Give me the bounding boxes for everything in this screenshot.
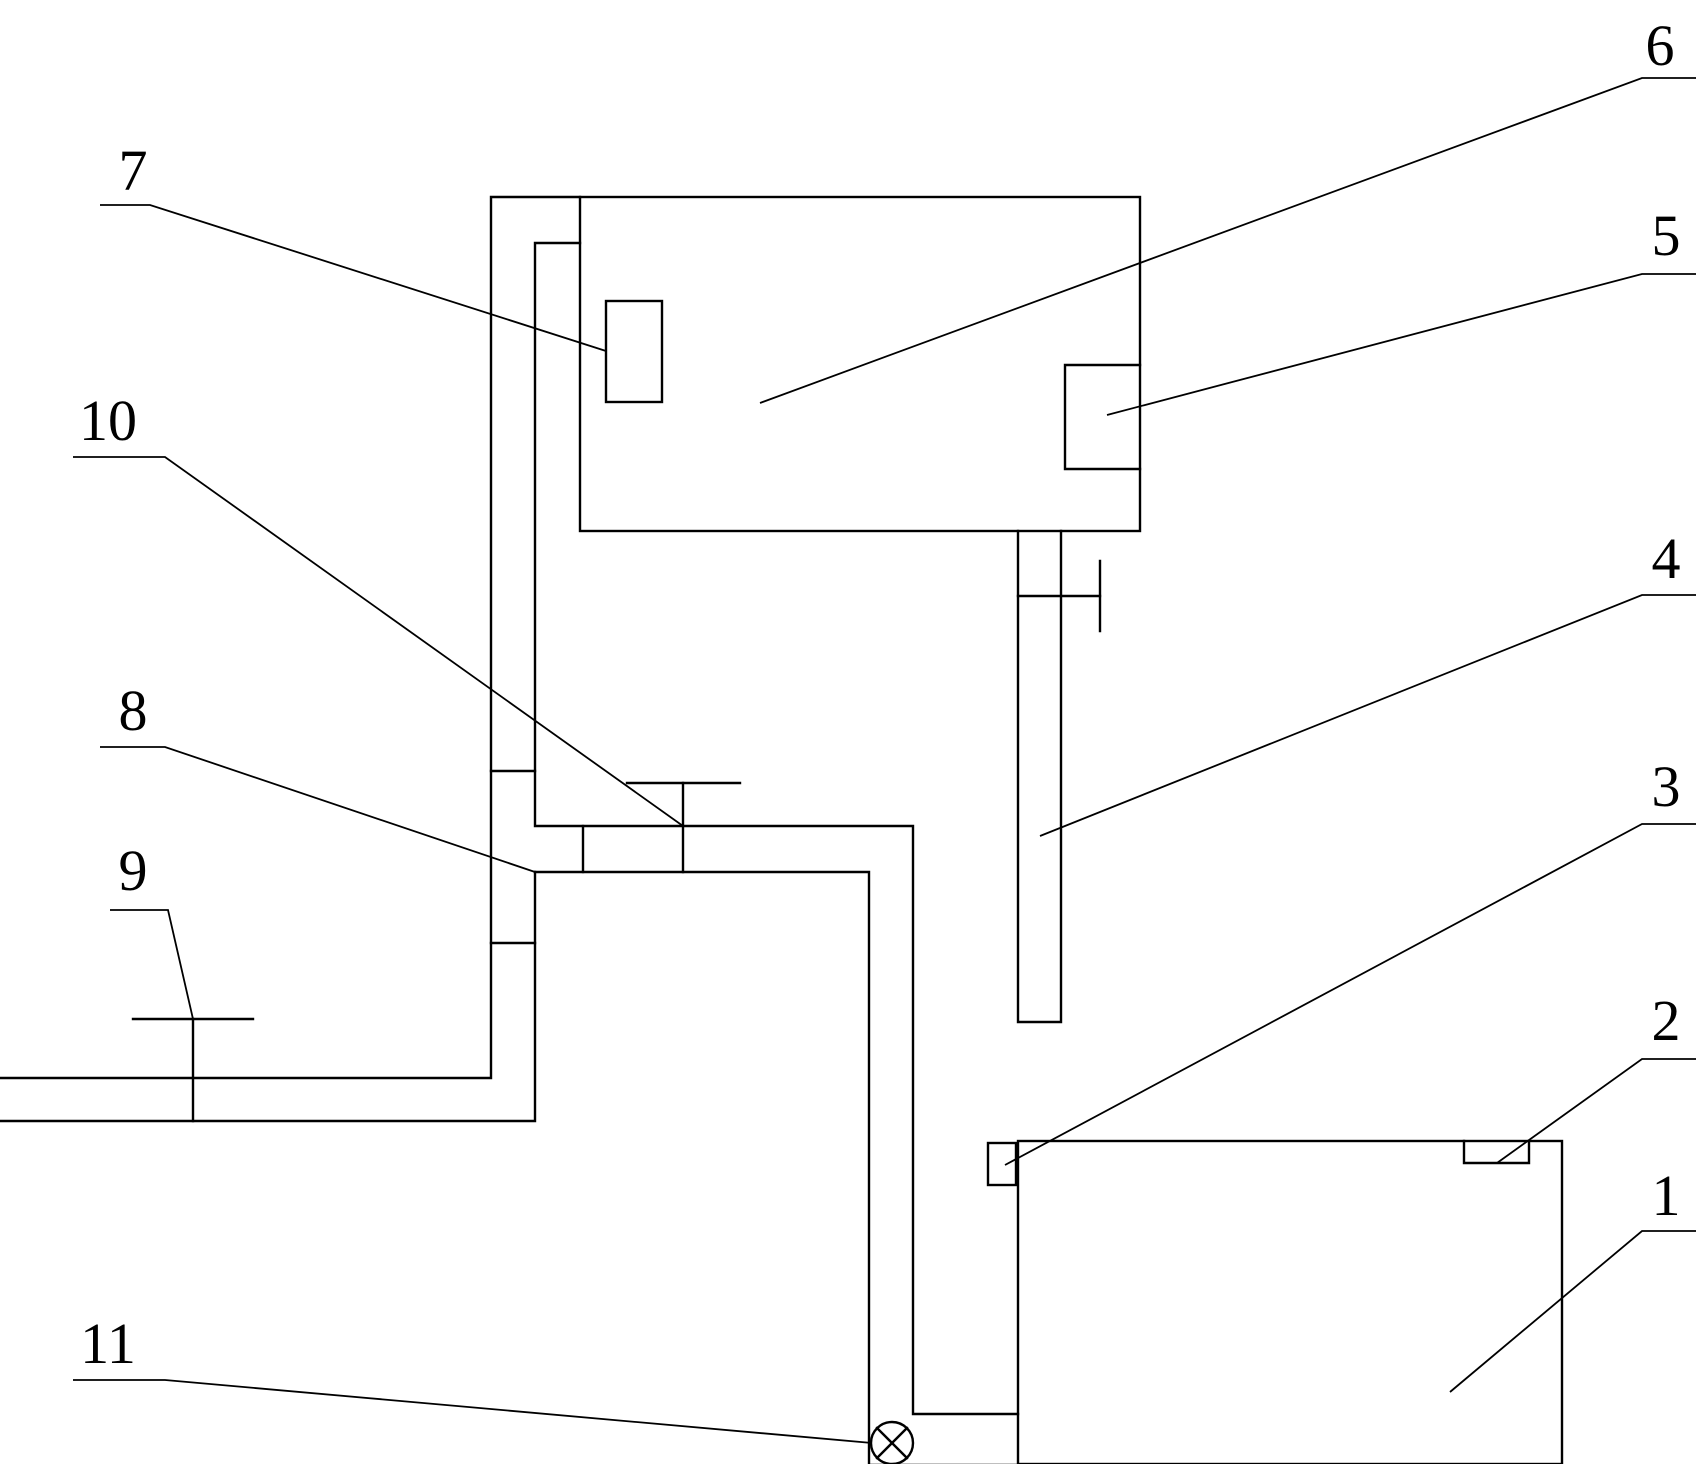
valve-9	[131, 1017, 255, 1123]
pump-11	[869, 1420, 915, 1464]
label-2: 2	[1652, 988, 1681, 1053]
leader-10	[73, 456, 684, 827]
label-9: 9	[119, 838, 148, 903]
component-5	[1063, 363, 1142, 471]
leader-3	[1004, 823, 1696, 1166]
label-5: 5	[1652, 203, 1681, 268]
leader-1	[1449, 1230, 1696, 1393]
leader-lines	[73, 77, 1696, 1444]
label-11: 11	[80, 1311, 136, 1376]
leader-2	[1496, 1058, 1696, 1164]
leader-9	[110, 909, 194, 1020]
label-7: 7	[119, 138, 148, 203]
lower-tank	[1016, 1139, 1564, 1464]
component-7	[604, 299, 664, 404]
leader-5	[1106, 273, 1696, 416]
label-3: 3	[1652, 754, 1681, 819]
component-3	[986, 1141, 1018, 1187]
leader-7	[100, 204, 607, 352]
label-6: 6	[1646, 13, 1675, 78]
leader-11	[73, 1379, 873, 1444]
leader-6	[759, 77, 1696, 404]
leader-8	[100, 746, 536, 873]
component-2	[1462, 1139, 1531, 1165]
upper-tank	[578, 195, 1142, 533]
labels: 6 5 7 10 4 8 3 9 2 1 11	[79, 13, 1681, 1376]
leader-4	[1039, 594, 1696, 837]
label-4: 4	[1652, 526, 1681, 591]
label-8: 8	[119, 678, 148, 743]
pipe-4	[1016, 529, 1102, 1024]
label-10: 10	[79, 388, 137, 453]
label-1: 1	[1652, 1163, 1681, 1228]
left-pipe-assembly	[0, 195, 1020, 1464]
